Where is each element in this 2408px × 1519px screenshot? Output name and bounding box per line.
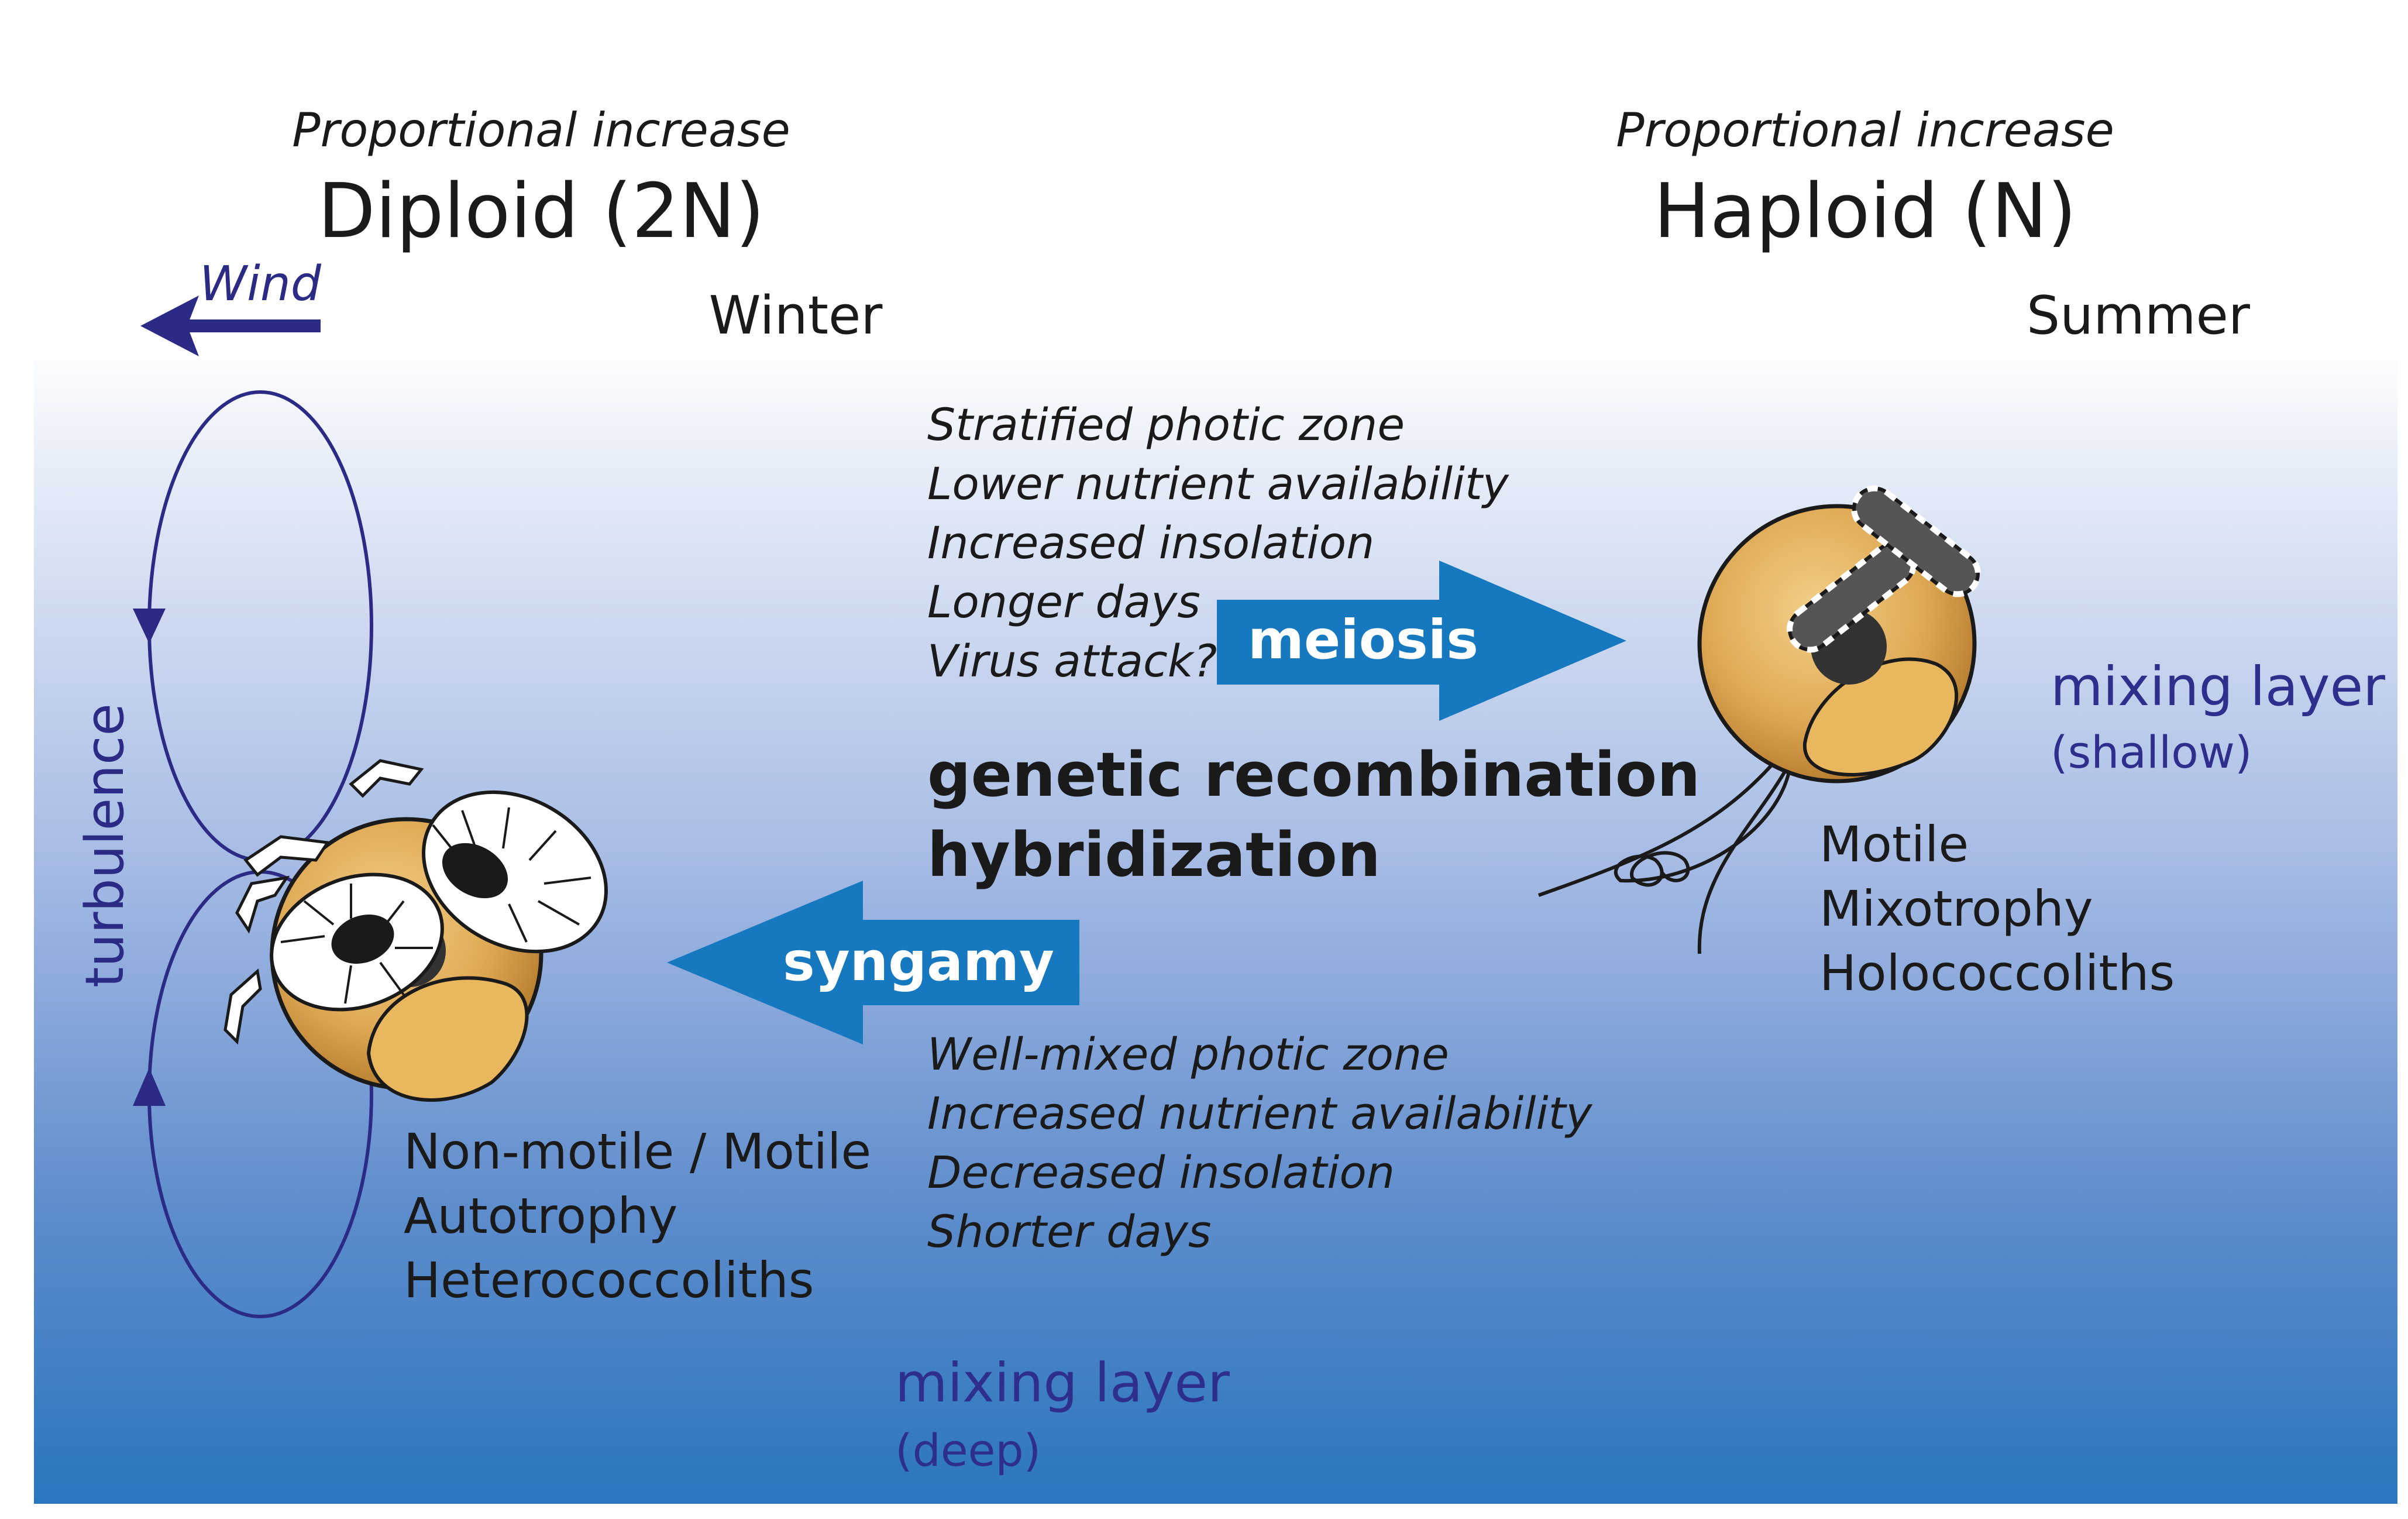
- syngamy-condition: Well-mixed photic zone: [927, 1028, 1449, 1080]
- meiosis-condition: Virus attack?: [927, 635, 1217, 687]
- meiosis-condition: Longer days: [927, 576, 1200, 628]
- haploid-trait: Mixotrophy: [1819, 880, 2093, 937]
- mixing-layer-shallow-sub: (shallow): [2051, 726, 2252, 778]
- meiosis-conditions: Stratified photic zone Lower nutrient av…: [927, 398, 1509, 687]
- syngamy-arrow: syngamy: [667, 881, 1079, 1044]
- summer-label: Summer: [2027, 285, 2250, 346]
- wind-arrow-icon: [140, 295, 321, 356]
- syngamy-condition: Increased nutrient availability: [927, 1087, 1592, 1139]
- meiosis-label: meiosis: [1248, 609, 1478, 671]
- haploid-traits: Motile Mixotrophy Holococcoliths: [1819, 816, 2175, 1002]
- diploid-trait: Autotrophy: [404, 1187, 677, 1245]
- diploid-trait: Non-motile / Motile: [404, 1123, 871, 1180]
- turbulence-arrow-icon: [133, 1068, 166, 1106]
- holococcolith-plates: [1787, 485, 1981, 653]
- turbulence-arrow-icon: [133, 609, 166, 644]
- winter-label: Winter: [709, 285, 883, 346]
- mixing-layer-deep-sub: (deep): [895, 1424, 1041, 1476]
- diploid-trait: Heterococcoliths: [404, 1252, 814, 1309]
- syngamy-condition: Decreased insolation: [927, 1146, 1395, 1198]
- diploid-proportional-label: Proportional increase: [292, 103, 790, 157]
- meiosis-condition: Lower nutrient availability: [927, 458, 1509, 510]
- syngamy-condition: Shorter days: [927, 1205, 1212, 1257]
- haploid-proportional-label: Proportional increase: [1616, 103, 2114, 157]
- hybridization-label: hybridization: [927, 819, 1381, 891]
- diploid-title: Diploid (2N): [318, 168, 765, 255]
- meiosis-condition: Stratified photic zone: [927, 398, 1405, 451]
- meiosis-condition: Increased insolation: [927, 517, 1374, 569]
- haploid-trait: Holococcoliths: [1819, 944, 2175, 1002]
- turbulence-label: turbulence: [74, 703, 136, 988]
- syngamy-conditions: Well-mixed photic zone Increased nutrien…: [927, 1028, 1592, 1257]
- meiosis-arrow: meiosis: [1217, 561, 1626, 721]
- haploid-cell-icon: [1538, 485, 1981, 954]
- mixing-layer-shallow-label: mixing layer: [2051, 655, 2385, 718]
- mixing-layer-deep-label: mixing layer: [895, 1352, 1230, 1414]
- diploid-traits: Non-motile / Motile Autotrophy Heterococ…: [404, 1123, 871, 1309]
- genetic-recombination-label: genetic recombination: [927, 739, 1700, 810]
- haploid-trait: Motile: [1819, 816, 1969, 873]
- syngamy-label: syngamy: [783, 930, 1054, 993]
- diploid-cell-icon: [223, 759, 608, 1102]
- wind-label: Wind: [199, 256, 322, 312]
- haploid-title: Haploid (N): [1654, 168, 2077, 255]
